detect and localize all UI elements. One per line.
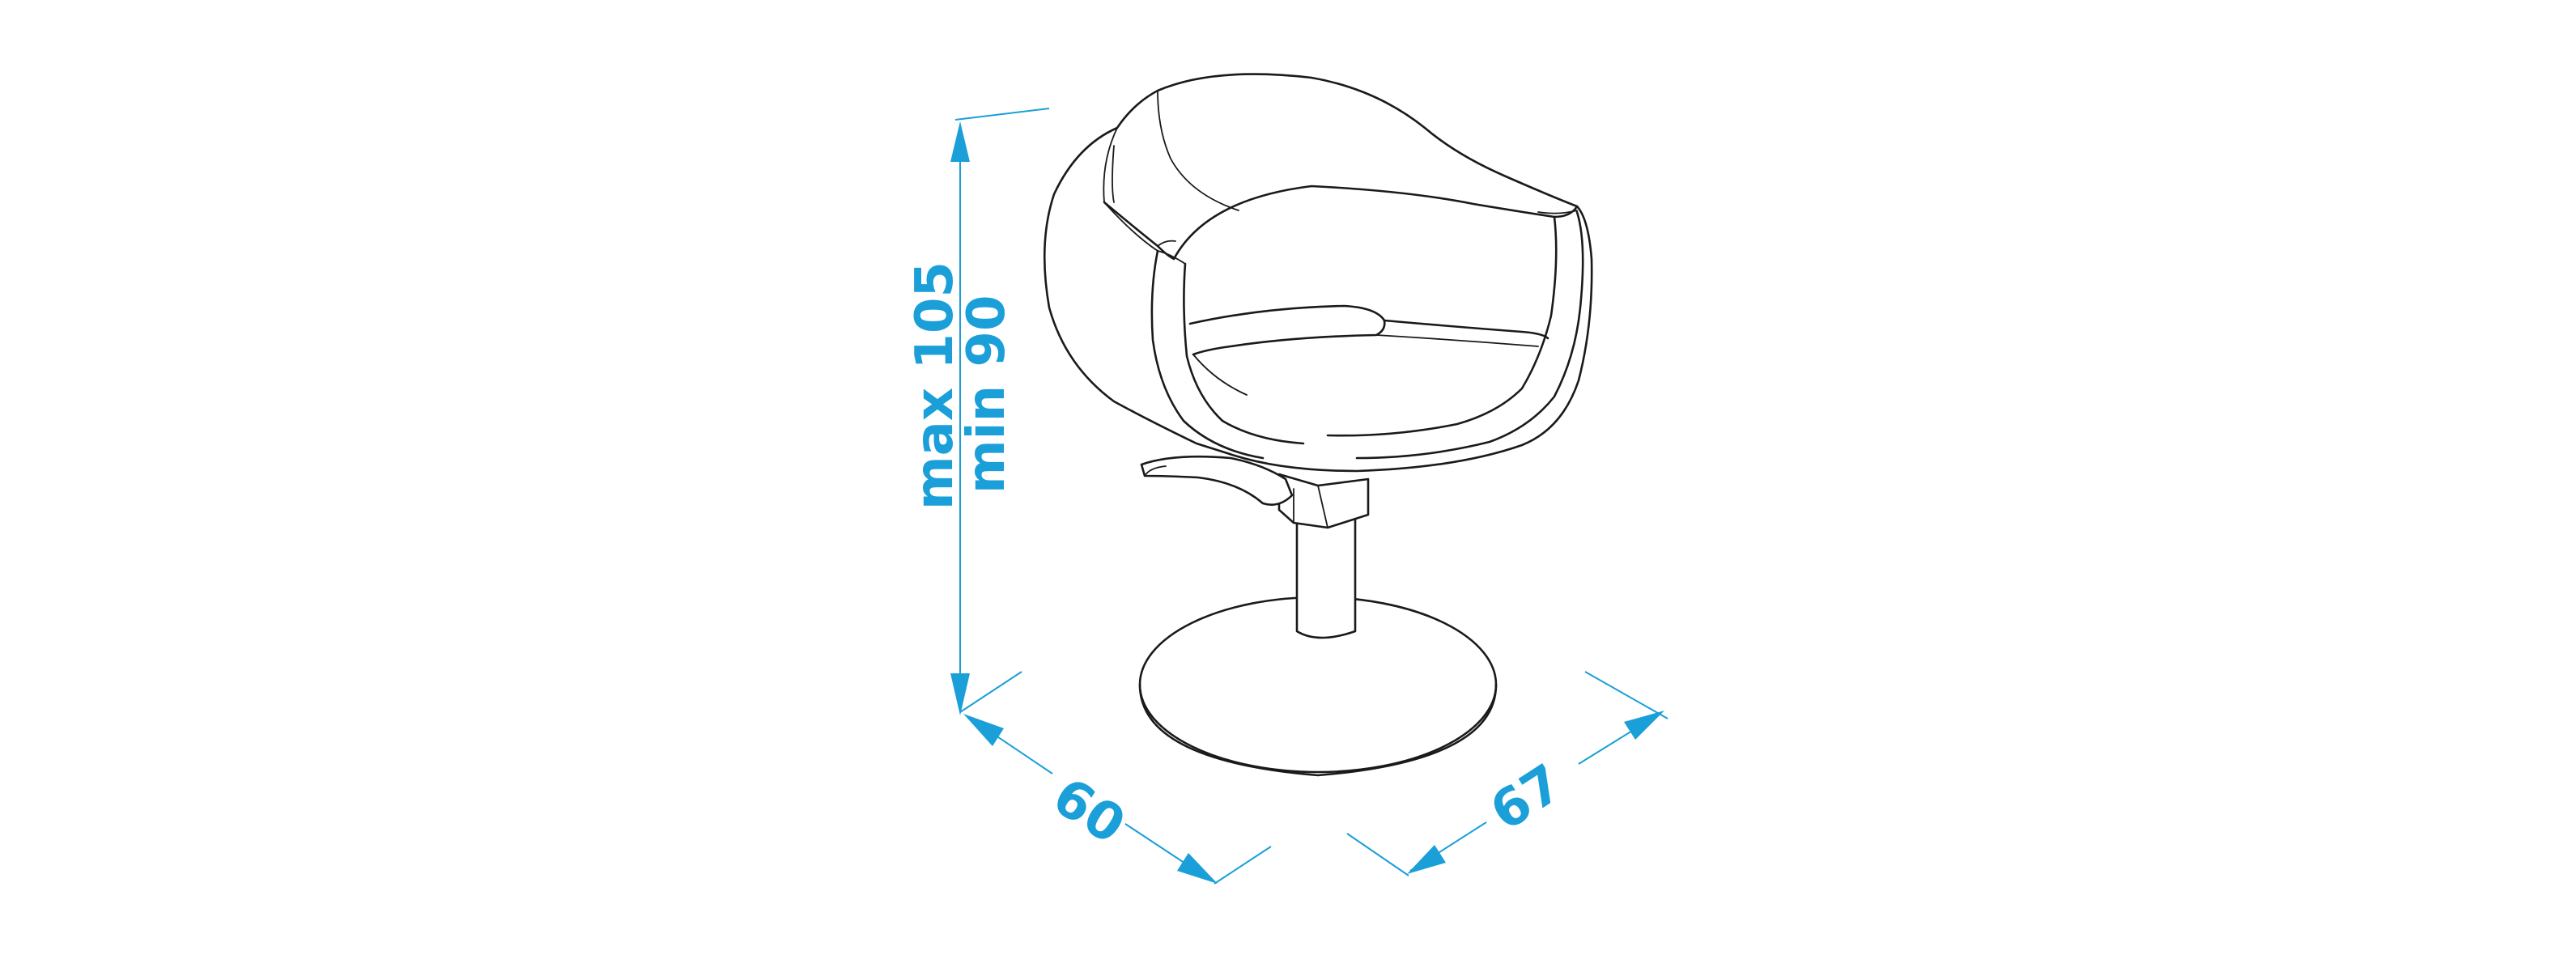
- depth-extension-left: [1346, 833, 1409, 876]
- depth-label: 67: [1480, 753, 1573, 843]
- width-extension-left: [959, 671, 1022, 713]
- width-label: 60: [1042, 766, 1135, 856]
- chair-hydraulic-housing: [1277, 473, 1370, 529]
- styling-chair: [1043, 73, 1593, 777]
- height-dimension: max 105 min 90: [905, 108, 1050, 715]
- chair-foot-pedal: [1140, 455, 1294, 506]
- chair-armrest-left: [1150, 249, 1305, 460]
- height-min-label: min 90: [957, 295, 1017, 494]
- chair-seat-cushion: [1188, 304, 1549, 396]
- depth-arrow-left: [1407, 845, 1446, 874]
- depth-arrow-right: [1624, 711, 1664, 740]
- height-arrow-bottom: [950, 673, 970, 715]
- width-extension-right: [1214, 846, 1272, 885]
- height-max-label: max 105: [905, 261, 965, 510]
- height-arrow-top: [950, 121, 970, 162]
- height-extension-top: [954, 108, 1050, 121]
- depth-extension-right: [1584, 671, 1668, 719]
- chair-backrest: [1103, 185, 1579, 261]
- chair-shell: [1043, 73, 1593, 473]
- width-arrow-right: [1177, 853, 1218, 884]
- chair-column: [1295, 516, 1357, 639]
- width-arrow-left: [963, 714, 1004, 746]
- chair-armrest-right: [1326, 210, 1584, 460]
